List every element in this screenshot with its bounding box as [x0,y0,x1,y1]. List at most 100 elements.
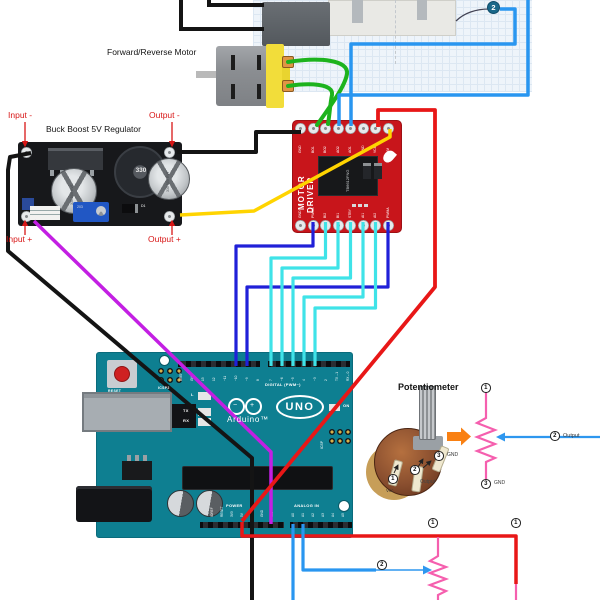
driver-smd [352,204,356,207]
capacitor [148,158,190,200]
arduino-brand: Arduino™ [227,415,269,424]
electrolytic-cap [167,490,194,517]
trimmer-screw [96,206,106,216]
mounting-hole [159,355,170,366]
voltage-regulator [122,461,152,480]
pot-badge-3: 3 [434,451,444,461]
icsp-pin [345,429,351,435]
wire-black-inneg-gnd [6,151,254,600]
led-rx [198,418,211,426]
wire-green-motor-b [286,82,334,126]
motor-label: Forward/Reverse Motor [107,47,197,57]
schematic-badge-2: 2 [550,431,560,441]
wire-red-5v-vcc [240,108,437,523]
actuator-bracket [352,0,363,23]
driver-pad [332,122,344,134]
regulator-leg [143,455,147,461]
regulator-input-pos-label: Input + [6,234,33,244]
reset-label: RESET [108,389,122,393]
motor-vent [257,84,261,99]
orange-arrow-icon [447,427,471,446]
probe-badge-2: 2 [487,1,500,14]
regulator-leg [127,455,131,461]
regulator-output-neg-label: Output - [149,110,180,120]
motor-endcap [266,44,284,108]
driver-pad [370,122,381,134]
icsp2-pin [158,368,164,374]
driver-pad [357,122,369,134]
digital-caption: DIGITAL (PWM~) [265,382,301,387]
logo-plus: + [250,402,255,409]
icsp-pin [329,429,335,435]
motor-body [216,46,270,106]
wire-cyan-ai1 [302,222,365,366]
pot-callout-arrow [393,464,399,474]
wire-red-5v-rail [240,522,518,584]
digital-header-right [266,358,352,370]
logo-minus: − [233,402,238,409]
pot-badge-1: 1 [388,474,398,484]
pot-badge-2: 2 [410,465,420,475]
regulator-leg [135,455,139,461]
icsp-pin [329,438,335,444]
bottom-pot1-badge-2: 2 [377,560,387,570]
mounting-hole [338,500,350,512]
regulator-pad-in-pos [21,211,32,222]
diode-label: D1 [141,204,146,208]
regulator-title: Buck Boost 5V Regulator [46,124,141,134]
uno-oval: UNO [276,395,324,419]
driver-pad [295,219,306,231]
wire-purple-vin [32,219,273,524]
wire-cyan-ai2 [313,222,378,366]
wire-darkblue-pwmb [234,222,315,366]
pot-gnd-label: GND [447,452,459,458]
motor-vent [257,55,261,70]
motor-vent [231,55,235,70]
schematic-wiper-head [496,432,505,442]
trimmer-text: 203 [77,205,83,209]
led-tx-label: TX [183,408,189,413]
icsp-pin [337,438,343,444]
wire-cyan-bi1 [280,222,340,366]
motor-shaft [196,71,218,78]
driver-capacitor [363,163,371,179]
arduino-logo-icon [228,398,245,415]
wire-yellow-vm [179,129,392,217]
electrolytic-cap [196,490,223,517]
bottom-pot1-badge-1: 1 [428,518,438,528]
pot-shaft [419,386,436,440]
motor-vent [231,84,235,99]
wire-black-outneg-gnd [177,130,301,154]
driver-pad [307,122,319,134]
regulator-output-pos-label: Output + [148,234,181,244]
icsp-pin [345,438,351,444]
led-rx-label: RX [183,418,190,423]
schematic-gnd-label: GND [494,480,506,486]
schematic-badge-1: 1 [481,383,491,393]
regulator-pad-out-pos [164,211,175,222]
driver-capacitor [374,163,382,179]
mcu-chip [182,466,333,490]
schematic-output-label: Output [563,433,580,439]
icsp2-label: ICSP2 [158,386,170,390]
wire-blue-actuator-2 [337,0,530,126]
wire-blue-actuator-1 [349,7,517,126]
led-l-label: L [191,392,194,397]
usb-port [82,392,172,432]
wire-blue-a1 [301,524,376,572]
analog-caption: ANALOG IN [294,503,320,508]
wire-black-top [179,0,264,31]
driver-pad [345,122,356,134]
motor-tab [282,64,290,88]
pot-title: Potentiometer [398,382,459,392]
bottom-pot2-badge-1: 1 [511,518,521,528]
diode [122,204,138,213]
resistor-pot1 [426,537,450,600]
reset-button [114,366,130,382]
regulator-chip [48,148,103,170]
wire-cyan-stby [291,222,353,366]
barrel-jack [76,486,152,522]
wire-cyan-bi2 [269,222,328,366]
